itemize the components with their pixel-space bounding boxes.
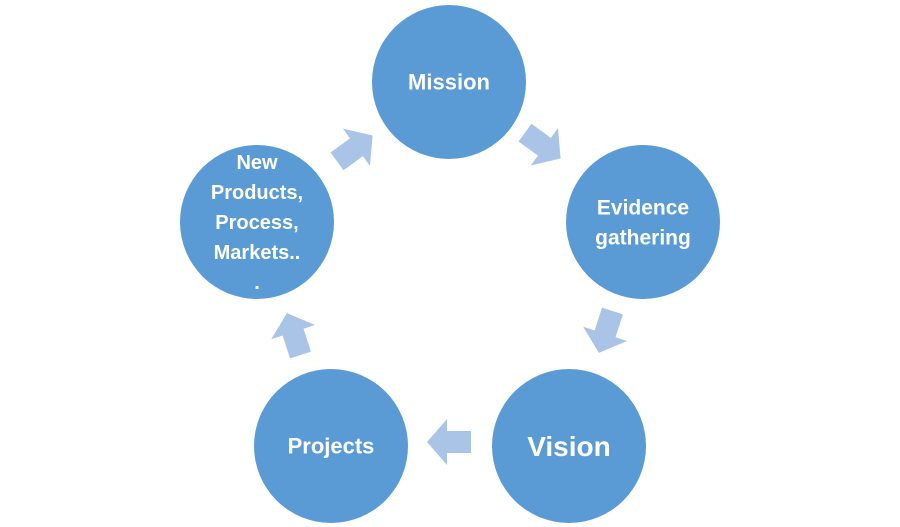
arrow-evidence-to-vision bbox=[583, 307, 627, 353]
node-circle-mission bbox=[372, 5, 526, 159]
node-mission: Mission bbox=[372, 5, 526, 159]
node-label-new-products-line-5: . bbox=[254, 272, 260, 294]
arrow-mission-to-evidence bbox=[518, 123, 561, 166]
node-label-new-products-line-3: Process, bbox=[215, 212, 298, 234]
node-evidence: Evidence gathering bbox=[566, 145, 720, 299]
arrows-layer bbox=[271, 123, 627, 465]
arrow-new-products-to-mission bbox=[330, 128, 373, 171]
node-circle-projects bbox=[254, 369, 408, 523]
node-label-mission-line-1: Mission bbox=[408, 70, 490, 95]
node-label-evidence-line-2: gathering bbox=[595, 226, 691, 249]
node-vision: Vision bbox=[492, 369, 646, 523]
node-label-new-products-line-2: Products, bbox=[211, 182, 303, 204]
node-label-evidence-line-1: Evidence bbox=[597, 196, 689, 219]
node-projects: Projects bbox=[254, 369, 408, 523]
node-circle-new-products bbox=[180, 145, 334, 299]
node-label-new-products-line-1: New bbox=[236, 152, 278, 174]
node-circle-evidence bbox=[566, 145, 720, 299]
arrow-projects-to-new-products bbox=[271, 313, 315, 359]
node-label-new-products-line-4: Markets.. bbox=[214, 242, 301, 264]
node-circle-vision bbox=[492, 369, 646, 523]
arrow-vision-to-projects bbox=[427, 419, 471, 465]
node-label-vision-line-1: Vision bbox=[527, 431, 611, 462]
node-label-projects-line-1: Projects bbox=[288, 434, 375, 459]
